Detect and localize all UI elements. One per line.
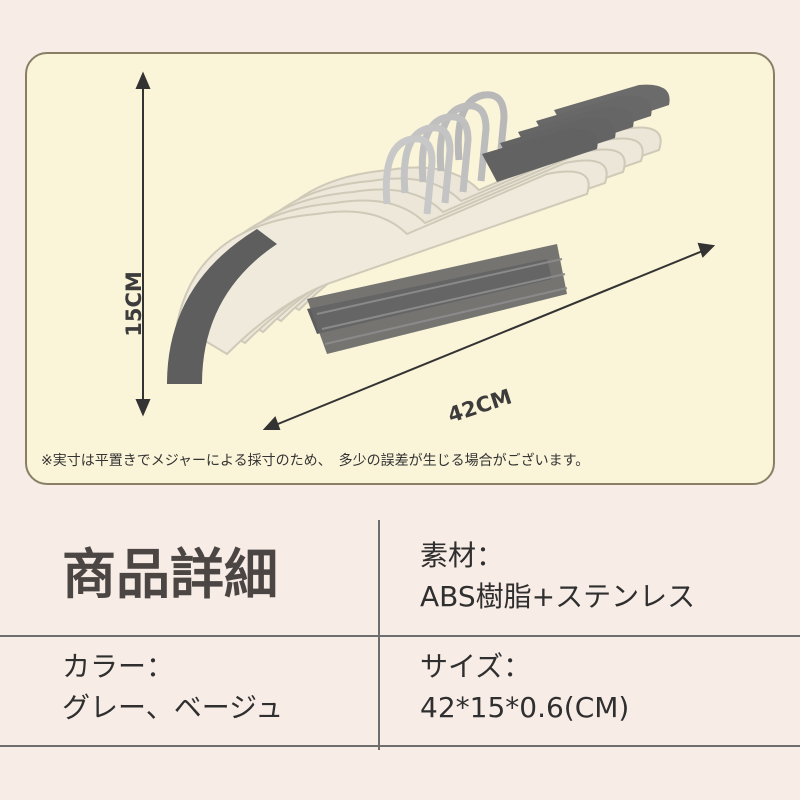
product-image-panel: 15CM 42CM ※実寸は平置きでメジャーによる採寸のため、 多少の誤差が生じ… (25, 52, 775, 485)
color-label: カラー： (62, 650, 175, 683)
size-value: 42*15*0.6(CM) (420, 691, 630, 724)
product-details-table: 商品詳細 素材： ABS樹脂+ステンレス カラー： グレー、ベージュ サイズ： … (0, 520, 800, 800)
material-value: ABS樹脂+ステンレス (420, 580, 696, 613)
color-value: グレー、ベージュ (62, 691, 284, 724)
height-dimension-label: 15CM (121, 271, 146, 337)
material-label: 素材： (420, 539, 505, 572)
table-divider-horizontal-1 (0, 635, 800, 637)
section-title: 商品詳細 (62, 543, 278, 606)
hanger-illustration (135, 71, 716, 430)
crossbar-grips (307, 244, 568, 354)
size-label: サイズ： (420, 650, 532, 683)
width-dimension-arrow (262, 242, 716, 430)
measurement-note: ※実寸は平置きでメジャーによる採寸のため、 多少の誤差が生じる場合がございます。 (41, 453, 590, 469)
height-dimension-arrow (135, 71, 151, 417)
hanger-stack (167, 84, 670, 384)
table-divider-horizontal-2 (0, 745, 800, 747)
table-divider-vertical (378, 520, 380, 750)
